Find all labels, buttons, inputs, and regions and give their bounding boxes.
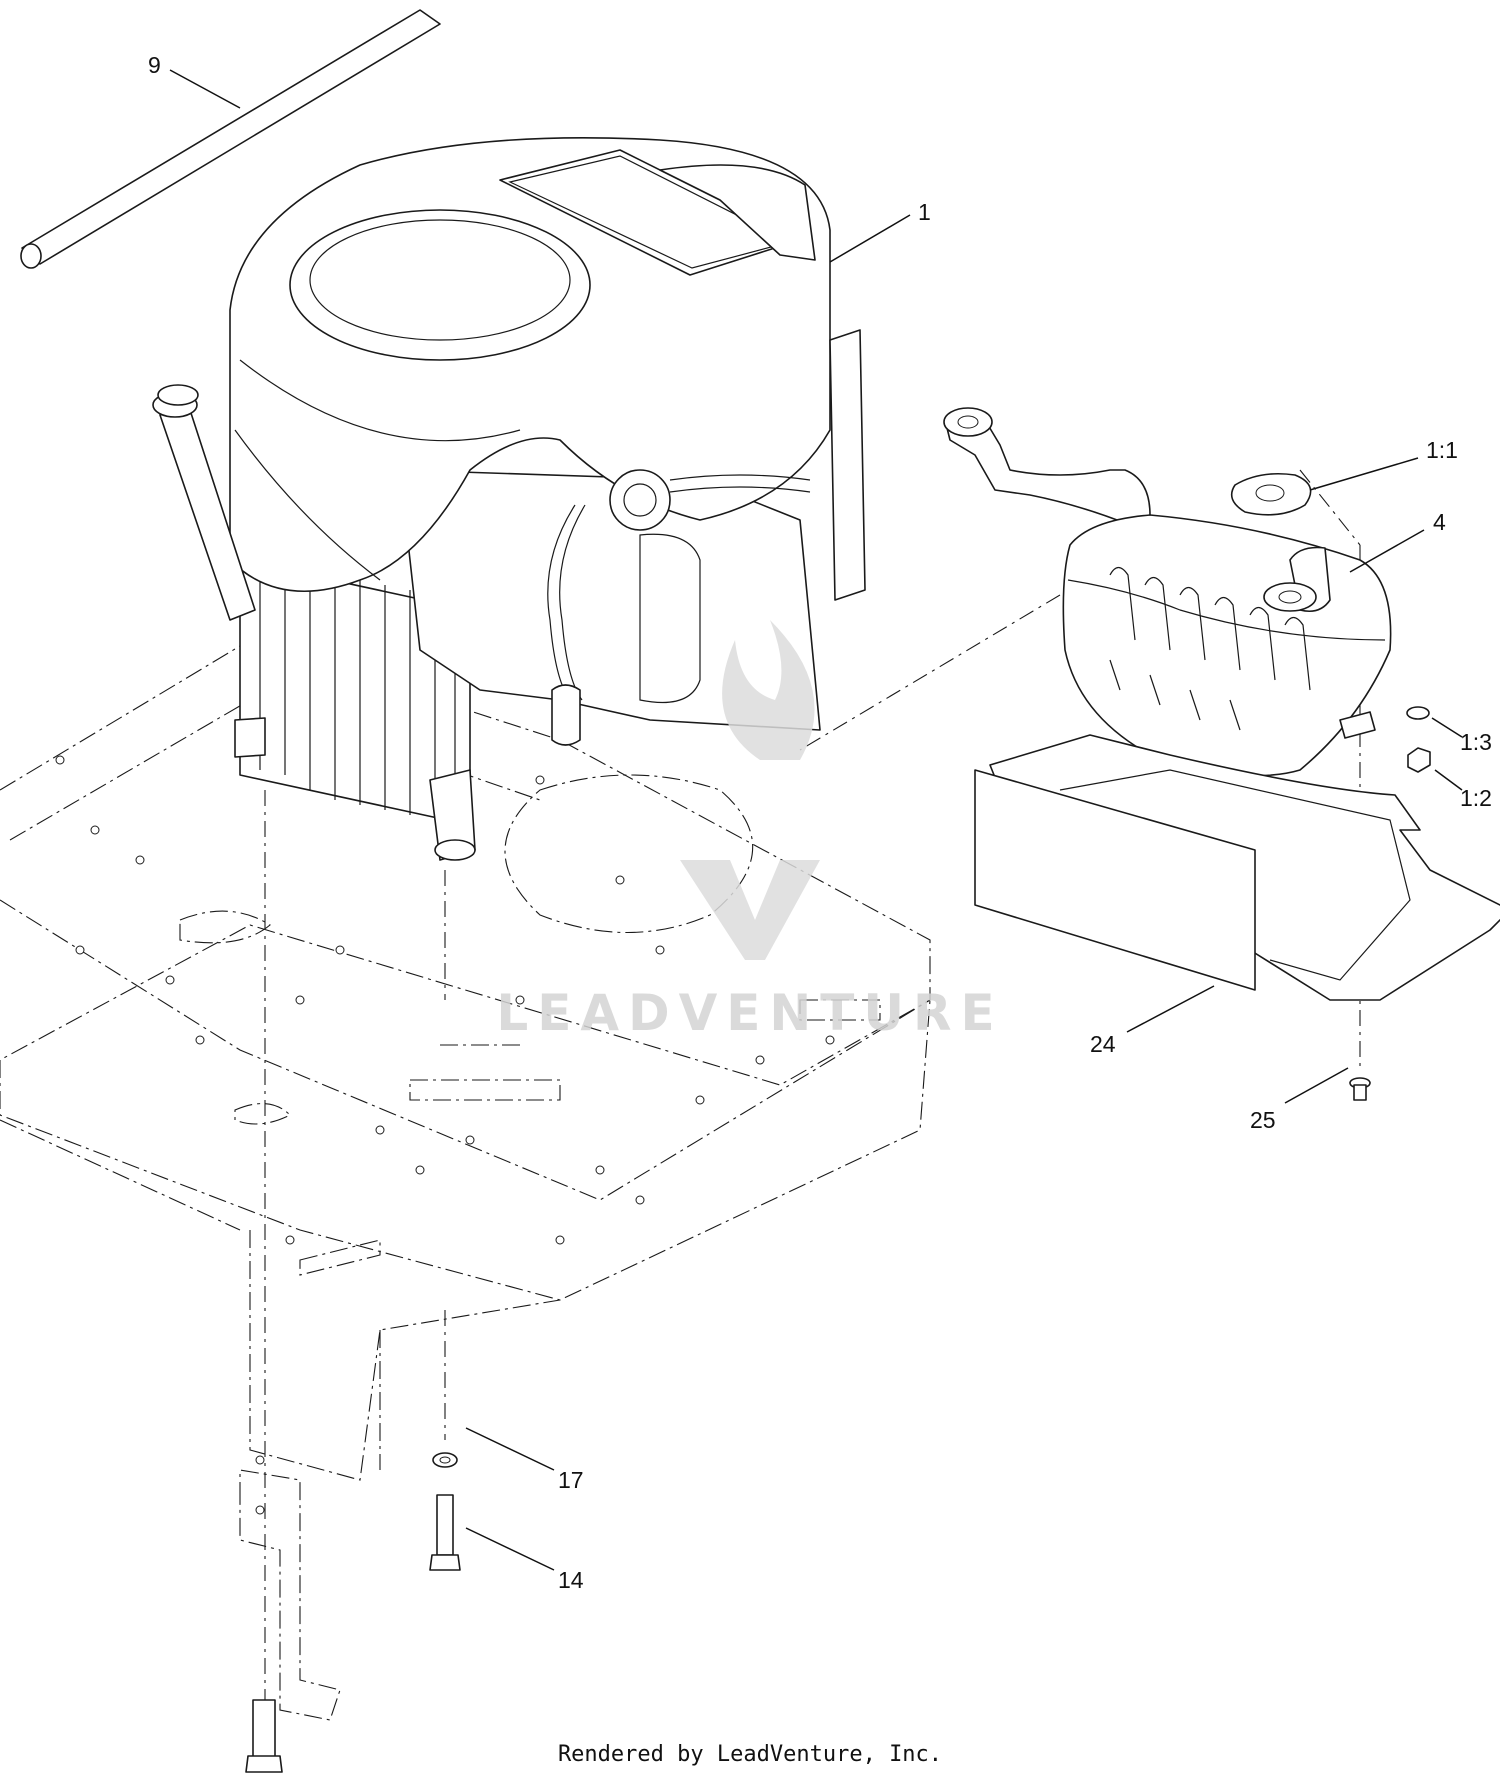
callout-leaders xyxy=(169,69,1463,1571)
callout-1-1: 1:1 xyxy=(1426,437,1458,463)
callout-1: 1 xyxy=(918,199,931,225)
washer-nut-parts xyxy=(1406,706,1431,773)
callout-1-2: 1:2 xyxy=(1460,785,1492,811)
frame-holes xyxy=(55,755,835,1515)
bottom-bolt-part xyxy=(245,1699,283,1773)
callout-9: 9 xyxy=(148,52,161,78)
bolt-25-part xyxy=(1349,1077,1371,1101)
footer-credit: Rendered by LeadVenture, Inc. xyxy=(557,1742,943,1767)
callout-24: 24 xyxy=(1090,1031,1116,1057)
chassis-frame xyxy=(0,639,931,1721)
leadventure-watermark: LEADVENTURE xyxy=(496,620,1003,1042)
heat-shield-part xyxy=(974,734,1500,1001)
callout-4: 4 xyxy=(1433,509,1446,535)
gasket-part xyxy=(1230,472,1312,516)
callout-25: 25 xyxy=(1250,1107,1276,1133)
washer-17-part xyxy=(432,1452,458,1468)
muffler-part xyxy=(943,407,1392,777)
callout-1-3: 1:3 xyxy=(1460,729,1492,755)
tube-part xyxy=(20,9,441,269)
engine-part xyxy=(152,136,866,861)
callout-14: 14 xyxy=(558,1567,584,1593)
callout-17: 17 xyxy=(558,1467,584,1493)
callout-labels: 9 1 1:1 4 1:3 1:2 24 25 17 14 xyxy=(148,52,1492,1593)
watermark-text: LEADVENTURE xyxy=(496,984,1003,1042)
bolt-14-part xyxy=(429,1494,461,1571)
